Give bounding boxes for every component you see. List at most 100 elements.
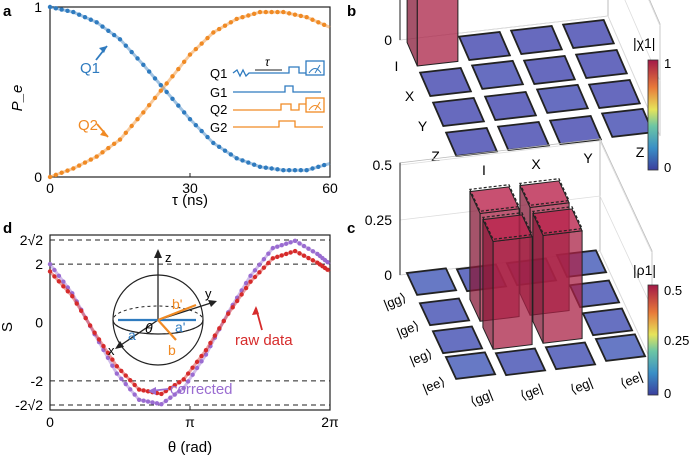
data-point — [261, 257, 267, 262]
panel-b-3d-bar-chart: 10.50IXYZIXYZ |χ1| 1 0 — [384, 0, 671, 178]
data-point — [310, 249, 316, 254]
panel-a-frame — [49, 6, 331, 178]
z-tick-label: 0 — [384, 32, 392, 48]
data-point-q2 — [158, 88, 164, 93]
data-point — [243, 285, 249, 291]
data-point — [101, 343, 106, 349]
grid-line — [399, 15, 661, 137]
data-point-q1 — [316, 164, 321, 169]
data-point — [101, 347, 106, 353]
data-point — [230, 305, 235, 310]
data-point — [47, 261, 53, 267]
col-label: ⟨eg| — [568, 375, 595, 397]
q1-label: Q1 — [80, 60, 100, 77]
data-point-q1 — [251, 162, 257, 167]
data-point-q2 — [181, 59, 187, 65]
inset-q1: Q1 — [210, 66, 227, 81]
data-point — [226, 311, 231, 316]
panel-b-scene: 10.50IXYZIXYZ — [384, 0, 661, 178]
data-point — [279, 253, 284, 258]
data-point — [310, 258, 316, 263]
grid-line — [399, 195, 653, 309]
data-point — [283, 241, 289, 246]
grid-line — [399, 250, 653, 364]
col-label: Z — [636, 144, 645, 160]
data-point — [154, 401, 160, 406]
data-point — [252, 274, 258, 280]
panel-a-series — [47, 4, 331, 180]
row-label: X — [405, 88, 415, 104]
data-point-q1 — [158, 83, 164, 88]
row-label: |eg⟩ — [407, 346, 434, 368]
panel-c-colorbar-mid: 0.25 — [664, 333, 689, 348]
data-point — [248, 273, 253, 279]
data-point-q2 — [117, 137, 123, 142]
vector-a-label: a — [128, 327, 136, 343]
panel-a-xtick-label: 0 — [46, 180, 54, 196]
data-point-q2 — [304, 15, 309, 20]
q1-arrowhead — [99, 46, 107, 53]
data-point — [74, 301, 79, 306]
data-point — [136, 387, 142, 392]
series-fit-q1 — [49, 5, 331, 172]
data-point-q1 — [187, 117, 193, 122]
col-label: ⟨gg| — [468, 387, 495, 409]
x-arrowhead — [115, 341, 124, 349]
data-point — [266, 251, 271, 256]
data-point — [234, 295, 240, 300]
data-point-q2 — [76, 163, 82, 168]
data-point-q2 — [310, 17, 315, 22]
data-point-q2 — [65, 168, 70, 173]
data-point — [248, 279, 253, 284]
data-point — [119, 376, 124, 381]
data-point-q1 — [88, 17, 94, 22]
bar-top — [431, 97, 486, 127]
data-point-q1 — [234, 156, 239, 161]
raw-data-arrowhead — [252, 306, 259, 315]
data-point — [283, 251, 289, 257]
data-point — [203, 352, 209, 357]
data-point-q2 — [106, 145, 111, 151]
panel-d-ylabel: S — [0, 322, 16, 332]
bar-top — [522, 55, 577, 85]
data-point-q2 — [47, 174, 53, 180]
data-point-q2 — [135, 117, 140, 122]
data-point-q2 — [275, 9, 280, 15]
x-axis-label: x — [108, 343, 115, 358]
data-point — [172, 383, 177, 388]
data-point — [61, 284, 66, 289]
data-point — [78, 308, 84, 314]
data-point — [266, 260, 271, 266]
bar-side — [406, 0, 418, 67]
panel-b-colorbar — [647, 59, 659, 171]
data-point — [83, 315, 88, 321]
panel-c-colorbar-label: |ρ1| — [633, 262, 656, 278]
panel-b-colorbar-label: |χ1| — [633, 35, 655, 51]
data-point-q2 — [211, 30, 216, 35]
data-point-q1 — [205, 134, 210, 140]
bar-top — [444, 351, 497, 380]
data-point — [123, 381, 128, 387]
data-point-q1 — [123, 43, 129, 48]
grid-line — [399, 140, 653, 254]
data-point-q1 — [246, 160, 251, 165]
data-point-q2 — [100, 150, 105, 155]
data-point — [203, 348, 209, 353]
panel-d-ytick-label: 2 — [35, 256, 43, 272]
bar-top — [470, 59, 525, 90]
data-point — [159, 401, 164, 407]
data-point — [190, 372, 195, 377]
data-point — [52, 267, 57, 273]
panel-a-ytick-label: 0 — [34, 169, 42, 185]
data-point — [159, 391, 164, 397]
vector-b-label: b — [168, 342, 176, 358]
data-point — [301, 253, 307, 258]
data-point — [177, 389, 182, 394]
panel-d-xtick-label: π — [185, 414, 195, 430]
data-point-q1 — [216, 144, 222, 150]
data-point — [105, 355, 111, 360]
series-fit — [48, 239, 331, 406]
bar-top — [482, 214, 533, 243]
